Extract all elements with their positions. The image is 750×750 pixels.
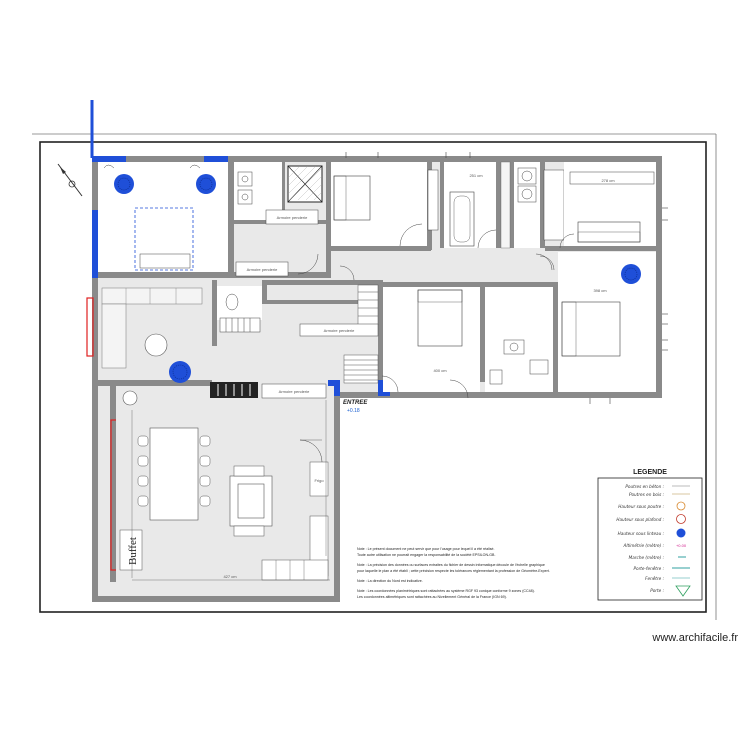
legend-item: Poutres en bois : [629,492,665,497]
coffee-table [144,333,168,357]
stairs [343,284,379,384]
beam-marker-icon [169,361,191,383]
legend: LEGENDE Poutres en béton : Poutres en bo… [597,469,703,601]
corridor-doors [297,253,553,393]
legend-item: Hauteur sous linteau : [618,531,665,536]
legend-item: Fenêtre : [645,576,664,581]
bathroom-4 [485,287,553,392]
legend-item: Porte : [650,588,664,593]
sheet-frame [39,141,707,613]
note-line: Note : La précision des données ou surfa… [357,563,545,567]
note-line: Note : Les coordonnées planimétriques so… [357,589,535,593]
note-line: pour laquelle le plan a été établi ; cet… [357,569,550,573]
legend-item: Porte-fenêtre : [633,566,664,571]
north-arrow-icon [57,163,83,197]
furniture-label: Armoire penderie [247,267,278,272]
round-table [122,390,138,406]
legend-title: LEGENDE [633,469,667,476]
legend-item: Marche (mètre) : [629,555,665,560]
legend-item: Hauteur sous poutre : [618,504,664,509]
bed [417,289,463,347]
legend-item: Hauteur sous plafond : [616,517,664,522]
bedroom-4 [539,252,656,392]
dining-table [149,427,199,521]
bathroom-2 [444,161,511,249]
bedroom-2 [331,162,439,247]
svg-text:+0.00: +0.00 [676,543,687,548]
bed [333,175,371,221]
dimension-label: 427 cm [223,574,237,579]
bathroom-3 [514,162,565,248]
armoire-2: Armoire penderie [235,261,289,277]
note-line: Les coordonnées altimétriques sont ratta… [357,595,507,599]
beam-marker-icon [621,264,641,284]
dining-kitchen: Armoire penderie Frigo [116,382,334,596]
note-line: Toute autre utilisation ne pourrait enga… [357,553,495,557]
svg-text:Frigo: Frigo [314,478,324,483]
bedroom-5 [383,287,480,399]
door-icon [675,585,691,597]
kitchen-unit [309,461,329,497]
bed [561,301,621,357]
buffet-label: Buffet [127,537,139,565]
furniture-label: Armoire penderie [279,389,310,394]
bed-double [134,207,194,271]
buffet [119,529,143,571]
lintel-height-icon [676,528,686,538]
dimension-label: 400 cm [433,368,447,373]
note-line: Note : La direction du Nord est indicati… [357,579,423,583]
notes-block: Note : Le présent document ne peut servi… [357,547,550,599]
walls [92,156,662,602]
entry-elevation: +0.18 [347,408,360,414]
beam-marker-icon [114,174,134,194]
dimension-label: 251 cm [469,173,483,178]
bedroom-3 [559,162,656,249]
watermark-text: www.archifacile.fr [651,632,738,644]
legend-item: Poutres en béton : [625,484,664,489]
dimension-label: 278 cm [601,178,615,183]
legend-item: Altimétrie (mètre) : [622,543,664,548]
bedroom-1 [98,162,228,272]
armoire-3: Armoire penderie [299,323,379,337]
note-line: Note : Le présent document ne peut servi… [357,547,495,551]
window-ticks [345,152,668,404]
living-room [98,286,212,383]
furniture-label: Armoire penderie [324,328,355,333]
sofa [101,287,203,305]
furniture-label: Armoire penderie [277,215,308,220]
entry-label: ENTREE [343,400,368,406]
wc [217,286,262,333]
beam-height-icon [676,501,686,511]
dimension-label: 398 cm [593,288,607,293]
ceiling-height-icon [676,514,686,524]
armoire-1: Armoire penderie [265,209,319,225]
beam-marker-icon [196,174,216,194]
bathtub [449,191,475,247]
